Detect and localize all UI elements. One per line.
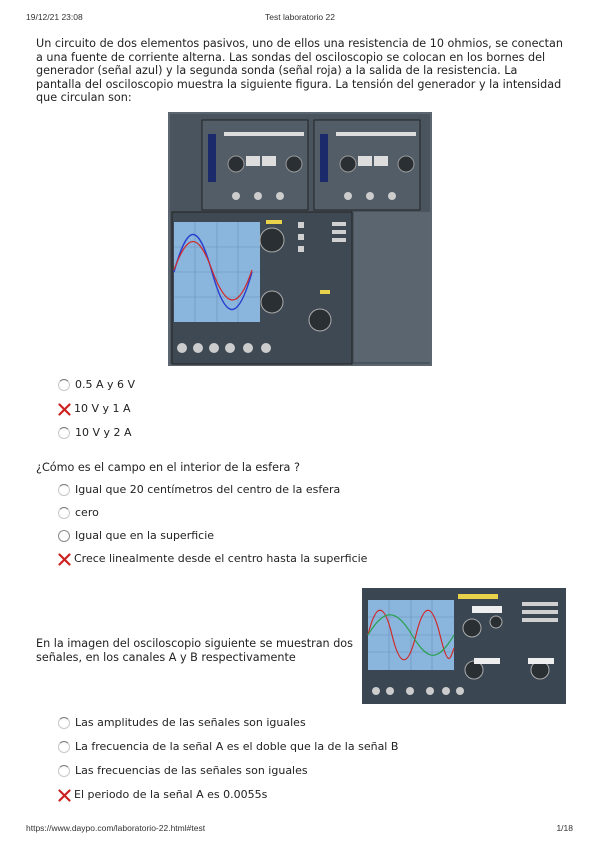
q3-option-4-label: El periodo de la señal A es 0.0055s bbox=[74, 788, 268, 801]
oscilloscope-image-2 bbox=[362, 588, 566, 704]
header-title: Test laboratorio 22 bbox=[265, 12, 335, 22]
radio-icon[interactable] bbox=[58, 530, 70, 542]
q1-option-2[interactable]: 10 V y 1 A bbox=[58, 401, 131, 417]
q3-option-1-label: Las amplitudes de las señales son iguale… bbox=[75, 716, 306, 729]
x-mark-icon bbox=[58, 788, 71, 802]
x-mark-icon bbox=[58, 552, 71, 566]
radio-icon[interactable] bbox=[58, 484, 70, 496]
radio-icon[interactable] bbox=[58, 717, 70, 729]
q3-option-3-label: Las frecuencias de las señales son igual… bbox=[75, 764, 308, 777]
q1-option-3-label: 10 V y 2 A bbox=[75, 426, 132, 439]
q2-option-4-label: Crece linealmente desde el centro hasta … bbox=[74, 552, 368, 565]
header-datetime: 19/12/21 23:08 bbox=[26, 12, 83, 22]
q1-option-3[interactable]: 10 V y 2 A bbox=[58, 425, 132, 441]
q3-option-2[interactable]: La frecuencia de la señal A es el doble … bbox=[58, 739, 398, 755]
footer-url: https://www.daypo.com/laboratorio-22.htm… bbox=[26, 823, 206, 833]
q3-option-1[interactable]: Las amplitudes de las señales son iguale… bbox=[58, 715, 306, 731]
q3-option-2-label: La frecuencia de la señal A es el doble … bbox=[75, 740, 399, 753]
question-2-text: ¿Cómo es el campo en el interior de la e… bbox=[36, 461, 300, 474]
x-mark-icon bbox=[58, 402, 71, 416]
q3-option-4[interactable]: El periodo de la señal A es 0.0055s bbox=[58, 787, 267, 803]
q3-option-3[interactable]: Las frecuencias de las señales son igual… bbox=[58, 763, 308, 779]
q2-option-2[interactable]: cero bbox=[58, 505, 99, 521]
footer-page-number: 1/18 bbox=[556, 823, 573, 833]
q1-option-1-label: 0.5 A y 6 V bbox=[75, 378, 136, 391]
question-1-text: Un circuito de dos elementos pasivos, un… bbox=[36, 37, 563, 105]
q2-option-3[interactable]: Igual que en la superficie bbox=[58, 528, 214, 544]
radio-icon[interactable] bbox=[58, 741, 70, 753]
q2-option-3-label: Igual que en la superficie bbox=[75, 529, 215, 542]
radio-icon[interactable] bbox=[58, 765, 70, 777]
radio-icon[interactable] bbox=[58, 379, 70, 391]
q1-option-1[interactable]: 0.5 A y 6 V bbox=[58, 377, 135, 393]
question-3-text: En la imagen del osciloscopio siguiente … bbox=[36, 637, 353, 664]
oscilloscope-image-1 bbox=[168, 112, 432, 366]
q2-option-1[interactable]: Igual que 20 centímetros del centro de l… bbox=[58, 482, 340, 498]
q2-option-2-label: cero bbox=[75, 506, 99, 519]
radio-icon[interactable] bbox=[58, 507, 70, 519]
q2-option-1-label: Igual que 20 centímetros del centro de l… bbox=[75, 483, 341, 496]
radio-icon[interactable] bbox=[58, 427, 70, 439]
q1-option-2-label: 10 V y 1 A bbox=[74, 402, 131, 415]
q2-option-4[interactable]: Crece linealmente desde el centro hasta … bbox=[58, 551, 367, 567]
